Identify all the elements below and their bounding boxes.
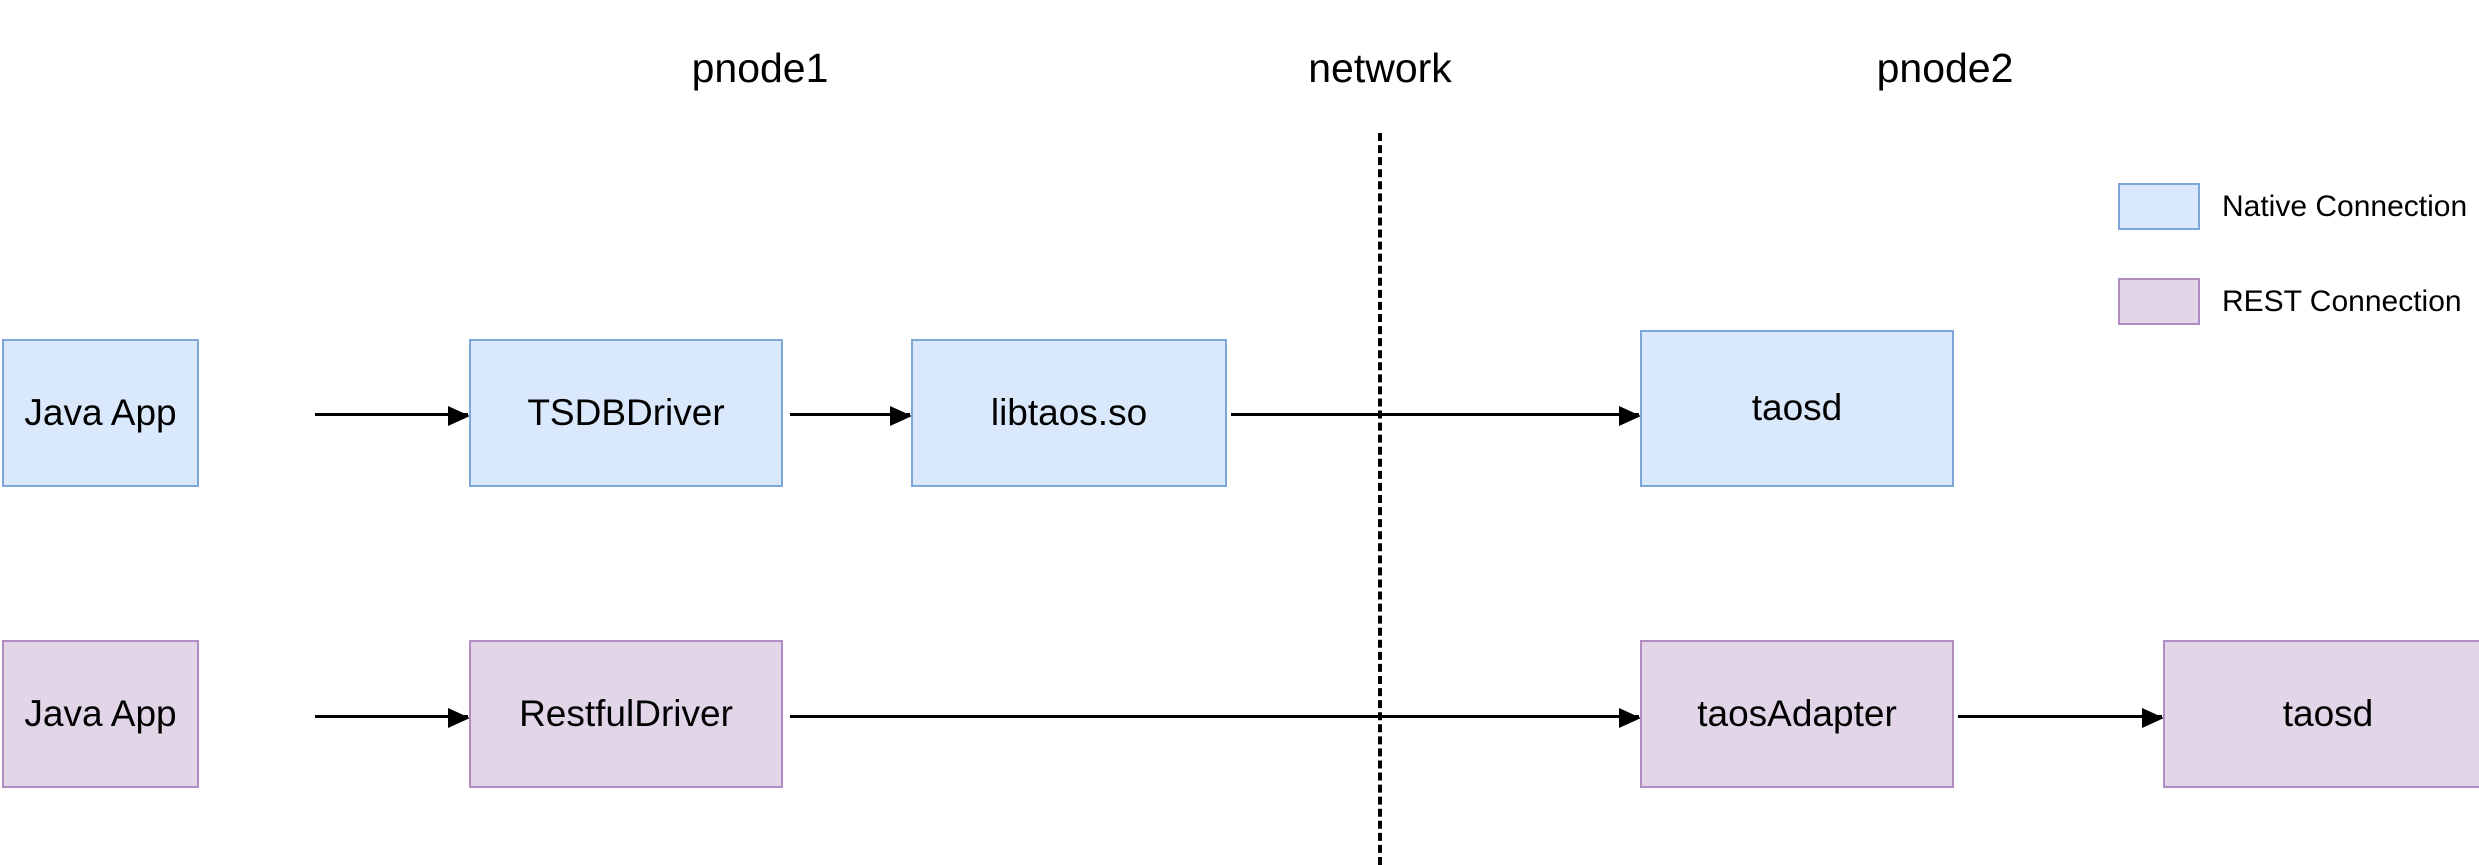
edge-taosadapter-to-taosd <box>1958 708 2164 728</box>
arrowhead-icon <box>2142 708 2164 728</box>
node-rest-taosd[interactable]: taosd <box>2163 640 2479 788</box>
edge-restfuldriver-to-taosadapter <box>790 708 1641 728</box>
edge-javaapp-to-restfuldriver <box>315 708 470 728</box>
edge-tsdbdriver-to-libtaos <box>790 406 912 426</box>
arrowhead-icon <box>1619 406 1641 426</box>
edge-libtaos-to-taosd <box>1231 406 1641 426</box>
zone-label-pnode1: pnode1 <box>691 45 829 91</box>
node-native-java-app[interactable]: Java App <box>2 339 199 487</box>
node-native-libtaos-so[interactable]: libtaos.so <box>911 339 1227 487</box>
zone-label-network: network <box>1308 45 1452 91</box>
arrowhead-icon <box>448 406 470 426</box>
legend-label-native: Native Connection <box>2222 189 2468 223</box>
node-rest-taosadapter[interactable]: taosAdapter <box>1640 640 1954 788</box>
node-native-taosd[interactable]: taosd <box>1640 330 1954 487</box>
legend-swatch-native <box>2118 183 2200 230</box>
legend-item-native-connection: Native Connection <box>2118 183 2467 230</box>
node-rest-java-app[interactable]: Java App <box>2 640 199 788</box>
legend-swatch-rest <box>2118 278 2200 325</box>
arrowhead-icon <box>890 406 912 426</box>
legend-label-rest: REST Connection <box>2222 284 2462 318</box>
legend-item-rest-connection: REST Connection <box>2118 278 2462 325</box>
network-divider <box>1378 133 1382 865</box>
edge-javaapp-to-tsdbdriver <box>315 406 470 426</box>
node-rest-restfuldriver[interactable]: RestfulDriver <box>469 640 783 788</box>
zone-label-pnode2: pnode2 <box>1876 45 2014 91</box>
node-native-tsdbdriver[interactable]: TSDBDriver <box>469 339 783 487</box>
arrowhead-icon <box>448 708 470 728</box>
arrowhead-icon <box>1619 708 1641 728</box>
